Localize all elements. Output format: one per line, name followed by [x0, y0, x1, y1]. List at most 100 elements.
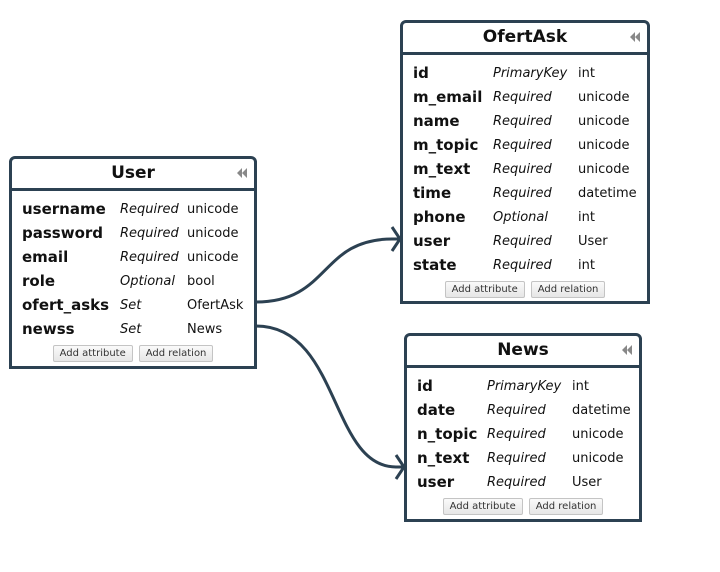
attribute-type: unicode — [187, 201, 239, 217]
add-relation-button[interactable]: Add relation — [530, 281, 606, 298]
attribute-requirement: Required — [493, 185, 552, 201]
attribute-row[interactable]: role Optional bool — [12, 269, 254, 293]
attribute-name: user — [417, 473, 455, 491]
attribute-requirement: Required — [493, 161, 552, 177]
attribute-name: user — [413, 232, 451, 250]
attribute-requirement: Required — [487, 402, 546, 418]
attribute-requirement: Set — [120, 321, 142, 337]
attribute-name: name — [413, 112, 460, 130]
attribute-requirement: PrimaryKey — [487, 378, 562, 394]
attribute-row[interactable]: date Required datetime — [407, 398, 639, 422]
attribute-type: unicode — [187, 225, 239, 241]
attribute-type: unicode — [578, 113, 630, 129]
crowfoot-ofertask — [390, 226, 402, 252]
add-relation-button[interactable]: Add relation — [138, 345, 214, 362]
attribute-type: unicode — [578, 137, 630, 153]
attribute-row[interactable]: id PrimaryKey int — [403, 61, 647, 85]
attribute-row[interactable]: state Required int — [403, 253, 647, 277]
attribute-type: int — [578, 209, 595, 225]
collapse-icon[interactable] — [236, 167, 248, 179]
attribute-type: int — [572, 378, 589, 394]
attribute-requirement: Optional — [493, 209, 548, 225]
attribute-requirement: Required — [120, 249, 179, 265]
attribute-name: id — [417, 377, 433, 395]
attribute-requirement: Required — [493, 257, 552, 273]
attribute-type: unicode — [572, 426, 624, 442]
attribute-name: n_text — [417, 449, 470, 467]
attribute-type: datetime — [578, 185, 637, 201]
attribute-type: News — [187, 321, 223, 337]
entity-header[interactable]: OfertAsk — [403, 23, 647, 55]
attribute-name: m_topic — [413, 136, 479, 154]
attribute-requirement: Set — [120, 297, 142, 313]
attribute-requirement: Required — [493, 233, 552, 249]
attribute-name: state — [413, 256, 457, 274]
attribute-requirement: Required — [493, 137, 552, 153]
attribute-name: date — [417, 401, 456, 419]
attribute-name: m_text — [413, 160, 471, 178]
attribute-requirement: Required — [487, 450, 546, 466]
attribute-requirement: PrimaryKey — [493, 65, 568, 81]
attribute-row[interactable]: user Required User — [407, 470, 639, 494]
attribute-row[interactable]: name Required unicode — [403, 109, 647, 133]
attribute-row[interactable]: n_topic Required unicode — [407, 422, 639, 446]
crowfoot-news — [394, 454, 406, 480]
attribute-row[interactable]: n_text Required unicode — [407, 446, 639, 470]
attribute-type: datetime — [572, 402, 631, 418]
attribute-row[interactable]: phone Optional int — [403, 205, 647, 229]
attribute-requirement: Required — [493, 89, 552, 105]
entity-title: User — [111, 163, 155, 183]
attribute-row[interactable]: time Required datetime — [403, 181, 647, 205]
attribute-type: OfertAsk — [187, 297, 244, 313]
attribute-name: email — [22, 248, 69, 266]
collapse-icon[interactable] — [629, 31, 641, 43]
attribute-type: User — [572, 474, 602, 490]
add-attribute-button[interactable]: Add attribute — [52, 345, 133, 362]
attribute-name: id — [413, 64, 429, 82]
attribute-name: time — [413, 184, 452, 202]
attribute-name: username — [22, 200, 106, 218]
attribute-name: role — [22, 272, 56, 290]
attribute-type: unicode — [187, 249, 239, 265]
attribute-row[interactable]: username Required unicode — [12, 197, 254, 221]
attribute-row[interactable]: ofert_asks Set OfertAsk — [12, 293, 254, 317]
attribute-row[interactable]: email Required unicode — [12, 245, 254, 269]
attribute-type: unicode — [578, 161, 630, 177]
attribute-row[interactable]: m_email Required unicode — [403, 85, 647, 109]
entity-user[interactable]: User username Required unicode password … — [9, 156, 257, 369]
attribute-row[interactable]: password Required unicode — [12, 221, 254, 245]
attribute-name: ofert_asks — [22, 296, 110, 314]
relation-link-user-news — [255, 324, 397, 469]
attribute-row[interactable]: id PrimaryKey int — [407, 374, 639, 398]
add-attribute-button[interactable]: Add attribute — [442, 498, 523, 515]
entity-header[interactable]: User — [12, 159, 254, 191]
attribute-row[interactable]: newss Set News — [12, 317, 254, 341]
entity-news[interactable]: News id PrimaryKey int date Required dat… — [404, 333, 642, 522]
attribute-requirement: Optional — [120, 273, 175, 289]
collapse-icon[interactable] — [621, 344, 633, 356]
entity-title: News — [497, 340, 549, 360]
attribute-requirement: Required — [120, 201, 179, 217]
attribute-type: bool — [187, 273, 215, 289]
attribute-type: unicode — [578, 89, 630, 105]
attribute-name: n_topic — [417, 425, 478, 443]
add-relation-button[interactable]: Add relation — [528, 498, 604, 515]
attribute-name: phone — [413, 208, 466, 226]
add-attribute-button[interactable]: Add attribute — [444, 281, 525, 298]
attribute-name: newss — [22, 320, 75, 338]
attribute-requirement: Required — [493, 113, 552, 129]
attribute-name: m_email — [413, 88, 483, 106]
attribute-type: User — [578, 233, 608, 249]
entity-header[interactable]: News — [407, 336, 639, 368]
entity-ofertask[interactable]: OfertAsk id PrimaryKey int m_email Requi… — [400, 20, 650, 304]
attribute-name: password — [22, 224, 104, 242]
attribute-row[interactable]: m_topic Required unicode — [403, 133, 647, 157]
attribute-type: int — [578, 257, 595, 273]
attribute-requirement: Required — [487, 426, 546, 442]
relation-link-user-ofertask — [255, 237, 393, 304]
attribute-type: int — [578, 65, 595, 81]
attribute-requirement: Required — [120, 225, 179, 241]
attribute-row[interactable]: user Required User — [403, 229, 647, 253]
attribute-row[interactable]: m_text Required unicode — [403, 157, 647, 181]
entity-title: OfertAsk — [482, 27, 568, 47]
